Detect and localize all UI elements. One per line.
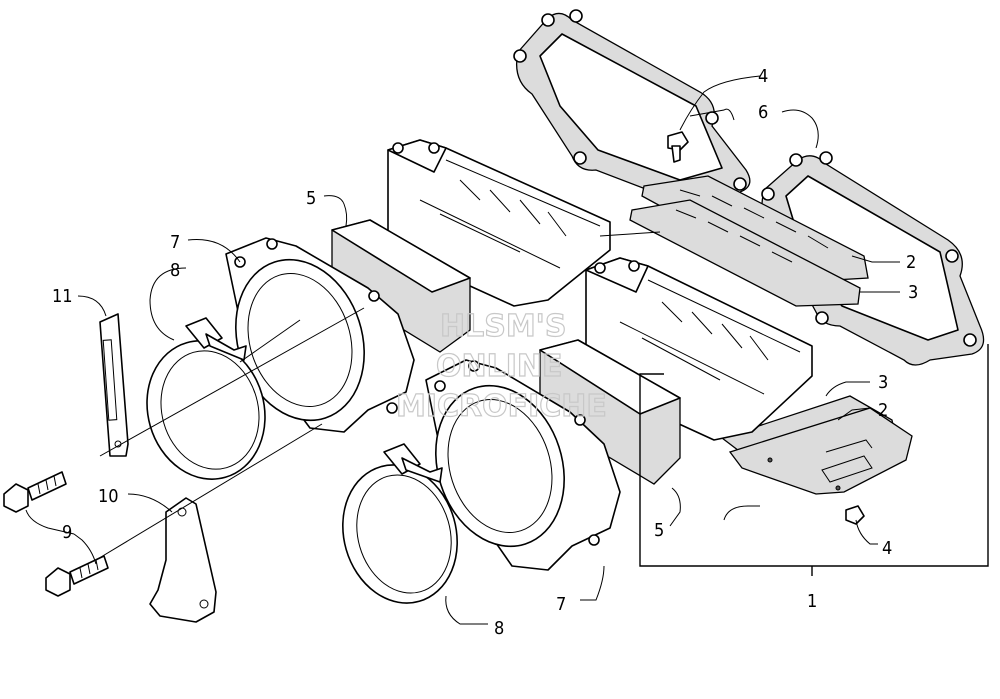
screw-lower xyxy=(45,555,109,597)
callout-8-lower: 8 xyxy=(494,618,504,639)
callout-6: 6 xyxy=(758,102,768,123)
spacer-lower xyxy=(539,339,681,485)
bracket-plate xyxy=(149,497,217,623)
reed-upper xyxy=(629,175,869,307)
gasket-upper xyxy=(513,9,751,202)
watermark-line-3: MICROFICHE xyxy=(396,389,607,424)
callout-1: 1 xyxy=(807,591,817,612)
screw-small-upper xyxy=(667,131,689,163)
intake-boot-lower xyxy=(425,359,621,571)
leader-lines xyxy=(25,75,989,625)
callout-7-lower: 7 xyxy=(556,594,566,615)
callout-7-upper: 7 xyxy=(170,232,180,253)
clamp-upper xyxy=(146,317,266,480)
spacer-upper xyxy=(331,219,471,353)
callout-3-lower: 3 xyxy=(878,372,888,393)
screw-small-lower xyxy=(845,505,865,525)
callout-8-upper: 8 xyxy=(170,260,180,281)
watermark-line-1: HLSM'S xyxy=(440,309,566,344)
callout-5-upper: 5 xyxy=(306,188,316,209)
clamp-lower xyxy=(342,443,458,604)
callout-labels: 1 2 2 3 3 4 4 5 5 6 7 7 8 8 9 10 11 xyxy=(52,66,918,639)
callout-4-upper: 4 xyxy=(758,66,768,87)
callout-5-lower: 5 xyxy=(654,520,664,541)
callout-4-lower: 4 xyxy=(882,538,892,559)
screw-upper xyxy=(3,471,67,513)
bracket xyxy=(99,313,129,457)
callout-11: 11 xyxy=(52,286,73,307)
callout-9: 9 xyxy=(62,522,72,543)
watermark-line-2: ONLINE xyxy=(436,349,563,384)
callout-2-upper: 2 xyxy=(906,252,916,273)
callout-2-lower: 2 xyxy=(878,400,888,421)
callout-10: 10 xyxy=(98,486,119,507)
callout-3-upper: 3 xyxy=(908,282,918,303)
watermark: HLSM'S ONLINE MICROFICHE xyxy=(395,308,607,424)
gasket-lower xyxy=(761,151,985,366)
reed-lower xyxy=(720,395,913,495)
